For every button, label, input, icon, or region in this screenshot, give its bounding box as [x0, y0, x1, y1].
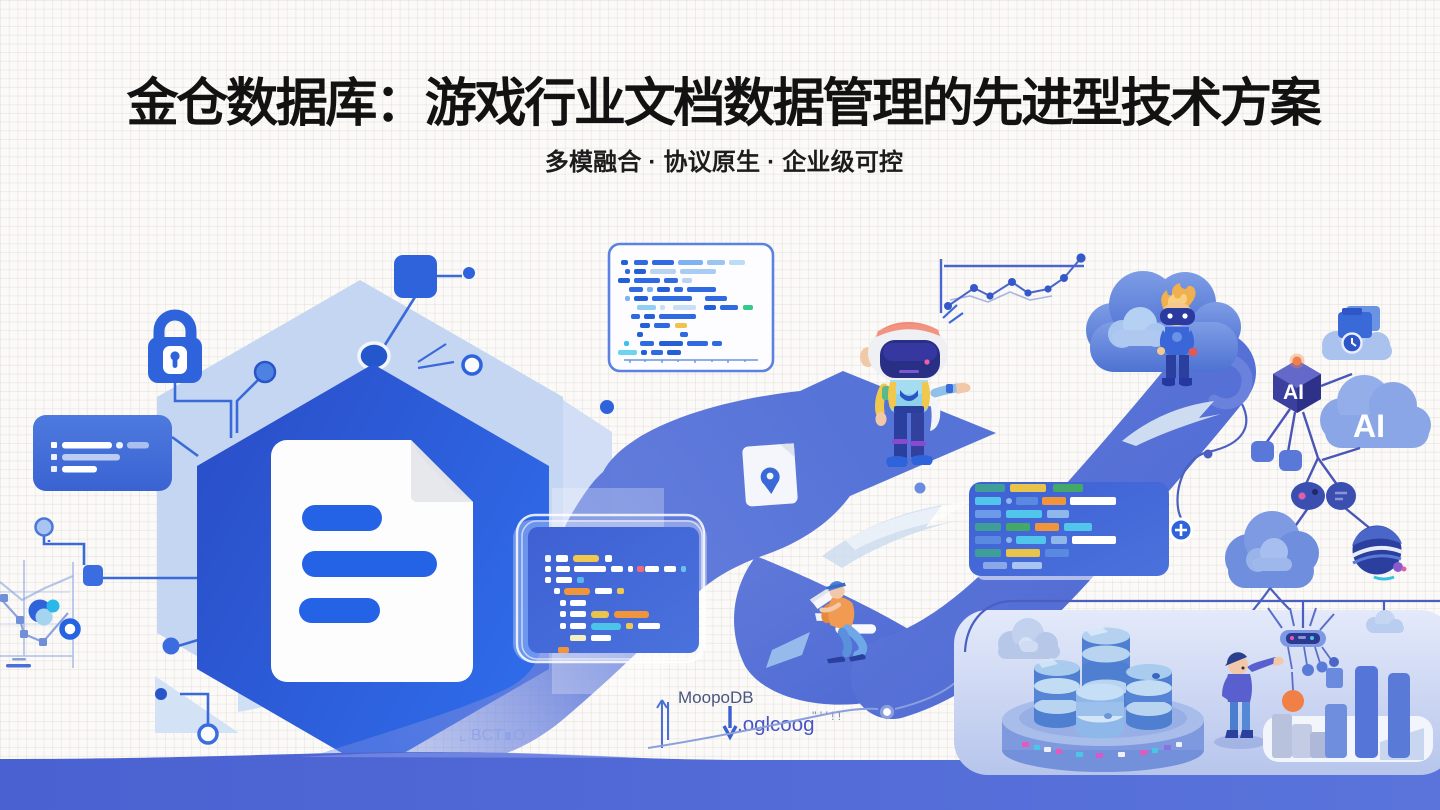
svg-text:AI: AI [1283, 381, 1304, 404]
svg-text:AI: AI [1353, 408, 1385, 444]
svg-text:MoopoDB: MoopoDB [678, 688, 754, 707]
svg-text:⌞ BCT∎O: ⌞ BCT∎O [459, 727, 526, 744]
